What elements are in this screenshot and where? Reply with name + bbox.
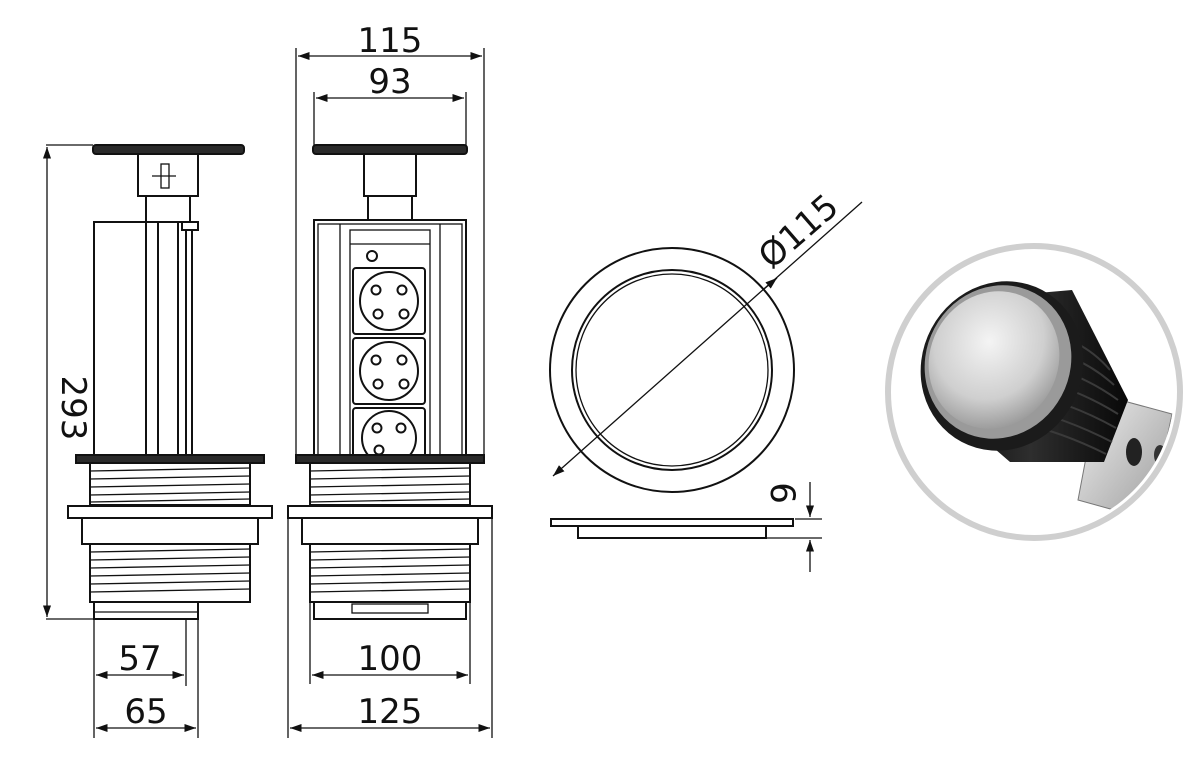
dim-125-label: 125: [358, 692, 423, 732]
dim-100-label: 100: [358, 639, 423, 679]
dim-diameter-label: Ø115: [751, 187, 846, 277]
cover-profile: 6: [550, 482, 822, 572]
dim-6-label: 6: [762, 482, 802, 504]
schuko-socket-icon: [352, 267, 426, 335]
side-view: [67, 144, 273, 620]
dim-93-label: 93: [368, 62, 411, 102]
dim-125: 125: [287, 518, 493, 738]
front-view: [287, 144, 493, 620]
dim-115-label: 115: [358, 21, 423, 61]
schuko-socket-icon: [352, 407, 426, 466]
dim-93: 93: [313, 62, 467, 145]
dim-57-label: 57: [118, 639, 161, 679]
dim-65-label: 65: [124, 692, 167, 732]
cover-top-view: Ø115: [549, 187, 863, 493]
dim-293: 293: [42, 144, 94, 620]
dim-57: 57: [93, 619, 187, 738]
dim-100: 100: [309, 602, 471, 684]
dim-115-top: 115: [295, 21, 485, 458]
dim-293-label: 293: [53, 376, 93, 441]
pop-up-socket-photo: [885, 243, 1183, 541]
schuko-socket-icon: [352, 337, 426, 405]
dim-65: 65: [96, 619, 199, 738]
